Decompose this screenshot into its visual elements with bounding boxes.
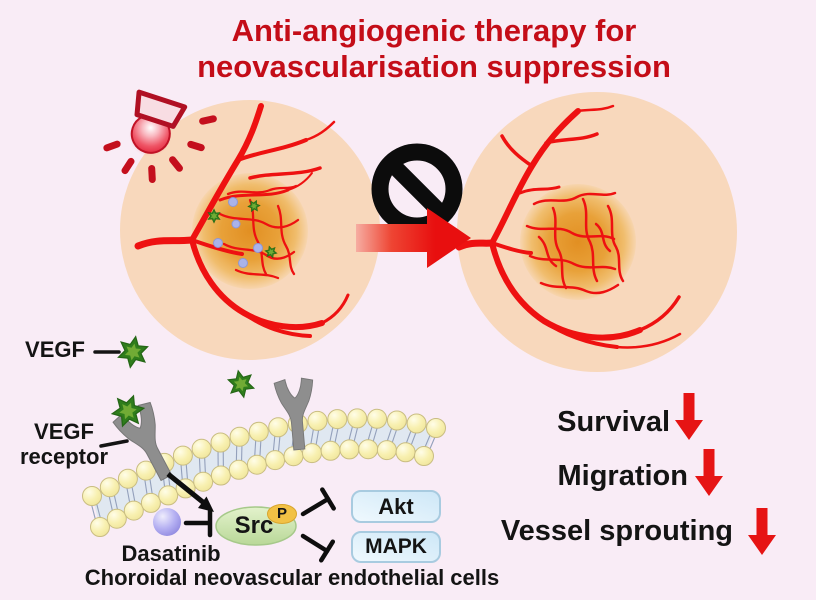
lipid-head: [376, 440, 397, 461]
retinal-vessels-after: [455, 104, 682, 349]
outcome-survival: Survival: [557, 406, 670, 438]
lipid-head: [414, 446, 434, 466]
lipid-head: [307, 410, 328, 431]
cells-caption: Choroidal neovascular endothelial cells: [84, 565, 500, 590]
lipid-head: [426, 418, 446, 438]
mapk-label: MAPK: [365, 535, 427, 558]
src-inhibited-akt: [300, 496, 331, 517]
lipid-head: [99, 477, 120, 498]
vegf-receptor-label: VEGF receptor: [12, 419, 116, 469]
outcome-vessel-sprouting: Vessel sprouting: [500, 515, 733, 547]
lipid-head: [193, 471, 214, 492]
lipid-head: [82, 486, 102, 506]
title-line-1: Anti-angiogenic therapy for: [231, 13, 637, 48]
akt-box-shape: [351, 490, 441, 523]
arrow-right-icon: [356, 208, 471, 268]
lipid-head: [90, 517, 110, 537]
receptor-pointer-line: [99, 439, 129, 448]
vegf-star-icon: [226, 367, 256, 401]
lipid-head: [339, 439, 360, 460]
retina-before-illustration: [120, 100, 380, 360]
lipid-head: [117, 468, 138, 489]
vegf-receptor-label-line1: VEGF: [34, 419, 94, 444]
lipid-head: [191, 438, 212, 459]
lipid-head: [302, 443, 322, 464]
retina-after-illustration: [455, 92, 737, 372]
lipid-head: [395, 442, 416, 463]
lipid-head: [172, 445, 193, 466]
inhibition-tbars: [183, 487, 336, 563]
mapk-box-shape: [351, 531, 441, 563]
akt-label: Akt: [378, 494, 414, 519]
phospho-badge-shape: [267, 504, 297, 524]
lipid-head: [327, 409, 348, 430]
lipid-head: [265, 450, 286, 471]
lipid-head: [210, 432, 231, 453]
figure-title: Anti-angiogenic therapy for neovasculari…: [52, 13, 816, 85]
lipid-head: [358, 439, 379, 460]
lipid-head: [320, 440, 341, 461]
src-inhibited-mapk: [300, 533, 330, 554]
signalling-pathway: [153, 472, 441, 563]
laser-lamp: [120, 89, 188, 166]
no-entry-icon: [371, 143, 463, 235]
lipid-head: [229, 426, 250, 447]
laser-icon: [102, 89, 218, 184]
arrow-down-icon: [695, 449, 723, 496]
cnv-lesion-after: [520, 184, 636, 300]
lipid-head: [386, 410, 407, 431]
phospho-label: P: [276, 505, 287, 522]
activation-arrowhead: [198, 496, 214, 512]
lipid-head: [106, 508, 127, 529]
lipid-head: [228, 459, 249, 480]
vegf-particles-in-lesion: [207, 197, 279, 268]
retinal-vessels-before: [134, 103, 350, 338]
src-label: Src: [234, 512, 274, 539]
lipid-head: [210, 465, 231, 486]
arrow-down-icon: [748, 508, 776, 555]
vegf-receptor-label-line2: receptor: [19, 444, 109, 469]
lipid-head: [347, 408, 368, 429]
lipid-head: [268, 417, 289, 438]
lipid-head: [140, 492, 161, 513]
dasatinib-label: Dasatinib: [121, 541, 221, 566]
label-pointer-lines: [93, 350, 129, 448]
title-line-2: neovascularisation suppression: [197, 49, 671, 84]
lipid-head: [248, 421, 269, 442]
dasatinib-sphere-icon: [153, 508, 181, 536]
lipid-head: [246, 454, 267, 475]
cnv-lesion-before: [192, 173, 308, 289]
lipid-head: [158, 485, 179, 506]
arrow-down-icon: [675, 393, 703, 440]
vegf-star-icon: [116, 333, 150, 371]
lipid-head: [123, 500, 144, 521]
vegf-label: VEGF: [25, 337, 85, 362]
lipid-head: [367, 408, 388, 429]
activation-arrow: [166, 472, 206, 505]
outcome-migration: Migration: [557, 460, 689, 492]
lipid-head: [406, 413, 427, 434]
